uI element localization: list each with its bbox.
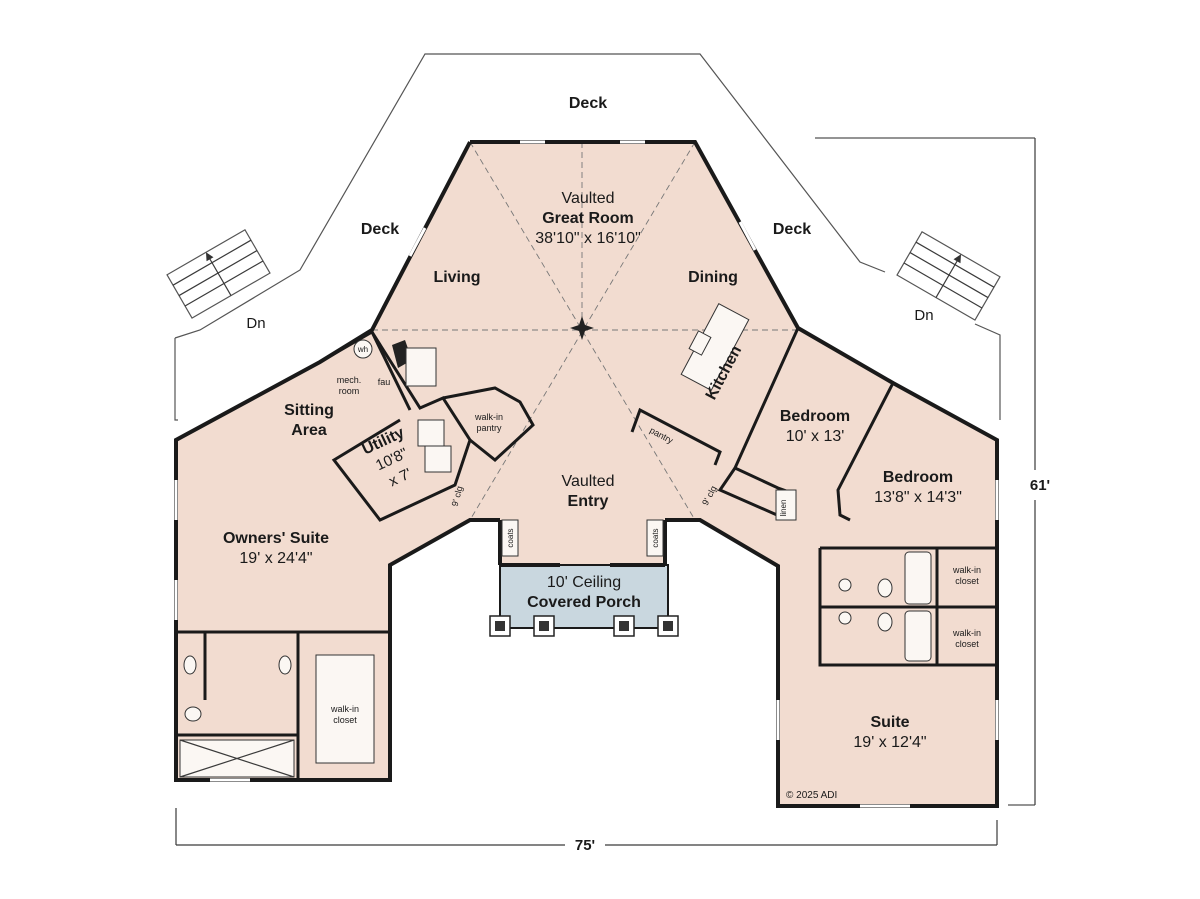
copyright-text: © 2025 ADI (786, 790, 837, 801)
wh-label: wh (357, 345, 368, 354)
great-room-dims: 38'10" x 16'10" (535, 230, 641, 247)
sitting-area-label-1: Sitting (284, 402, 334, 419)
coats-left-label: coats (506, 528, 515, 547)
dining-label: Dining (688, 269, 738, 286)
owners-suite-dims: 19' x 24'4" (239, 550, 312, 567)
suite-label: Suite (870, 714, 909, 731)
closet2-label-1: walk-in (952, 628, 981, 638)
sitting-area-label-2: Area (291, 422, 327, 439)
compass-icon (570, 316, 594, 340)
entry-label-1: Vaulted (561, 473, 614, 490)
bedroom1-label: Bedroom (780, 408, 850, 425)
walkin-pantry-label-2: pantry (476, 423, 502, 433)
dn-right-label: Dn (914, 307, 933, 324)
porch-label-2: Covered Porch (527, 594, 641, 611)
deck-outline (174, 53, 1035, 806)
linen-label: linen (779, 500, 788, 517)
walkin-pantry-label-1: walk-in (474, 412, 503, 422)
mech-room-label-1: mech. (337, 375, 362, 385)
bedroom2-label: Bedroom (883, 469, 953, 486)
dn-left-label: Dn (246, 315, 265, 332)
closet2-label-2: closet (955, 639, 979, 649)
stairs-right (896, 230, 1001, 321)
dimension-lines (175, 138, 1036, 846)
windows (174, 140, 999, 808)
owners-suite-label: Owners' Suite (223, 530, 329, 547)
coats-right-label: coats (651, 528, 660, 547)
suite-dims: 19' x 12'4" (853, 734, 926, 751)
dimension-width-label: 75' (575, 837, 595, 854)
porch-label-1: 10' Ceiling (547, 574, 621, 591)
great-room-label-1: Vaulted (561, 190, 614, 207)
deck-right-label: Deck (773, 221, 811, 238)
bedroom2-dims: 13'8" x 14'3" (874, 489, 962, 506)
porch-columns (489, 615, 679, 637)
owners-closet-label-1: walk-in (330, 704, 359, 714)
coats-closets (501, 519, 664, 557)
fau-label: fau (378, 377, 391, 387)
mech-room-label-2: room (339, 386, 360, 396)
great-room-label-2: Great Room (542, 210, 634, 227)
closet1-label-1: walk-in (952, 565, 981, 575)
owners-closet-label-2: closet (333, 715, 357, 725)
closet1-label-2: closet (955, 576, 979, 586)
living-label: Living (433, 269, 480, 286)
fixtures (179, 303, 932, 778)
bedroom1-dims: 10' x 13' (786, 428, 845, 445)
dimension-depth-label: 61' (1030, 477, 1050, 494)
deck-top-label: Deck (569, 95, 607, 112)
stairs-left (166, 228, 271, 319)
deck-left-label: Deck (361, 221, 399, 238)
entry-label-2: Entry (568, 493, 609, 510)
